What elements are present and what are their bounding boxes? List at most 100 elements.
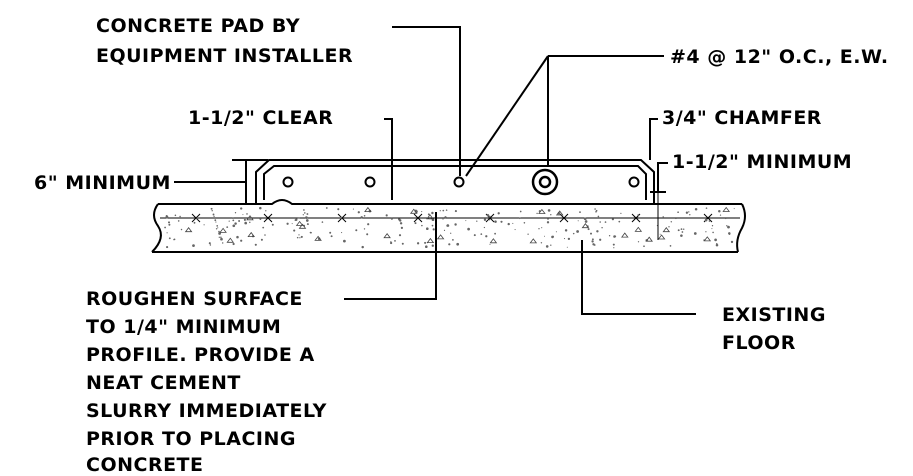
stipple-dot bbox=[264, 234, 266, 236]
stipple-dot bbox=[725, 218, 727, 220]
stipple-dot bbox=[234, 222, 237, 225]
stipple-dot bbox=[421, 211, 423, 213]
stipple-dot bbox=[594, 208, 596, 210]
stipple-dot bbox=[620, 212, 622, 215]
stipple-dot bbox=[587, 228, 590, 231]
aggregate-mark bbox=[529, 238, 538, 244]
stipple-dot bbox=[302, 214, 304, 216]
stipple-dot bbox=[595, 211, 597, 213]
stipple-dot bbox=[213, 215, 215, 218]
stipple-dot bbox=[238, 220, 241, 222]
stipple-dot bbox=[232, 242, 235, 246]
stipple-dot bbox=[399, 222, 403, 225]
aggregate-mark bbox=[426, 214, 434, 220]
rebar-dot bbox=[364, 176, 376, 188]
stipple-dot bbox=[681, 231, 684, 233]
stipple-dot bbox=[730, 240, 734, 244]
stipple-dot bbox=[523, 222, 526, 224]
label-roughen-3: PROFILE. PROVIDE A bbox=[86, 344, 315, 366]
stipple-dot bbox=[576, 230, 579, 233]
stipple-dot bbox=[488, 219, 491, 221]
stipple-dot bbox=[680, 228, 683, 230]
stipple-dot bbox=[262, 226, 265, 229]
label-roughen-5: SLURRY IMMEDIATELY bbox=[86, 400, 327, 422]
annotations: CONCRETE PAD BY EQUIPMENT INSTALLER #4 @… bbox=[34, 15, 888, 476]
stipple-dot bbox=[454, 223, 457, 226]
stipple-dot bbox=[216, 225, 219, 227]
stipple-dot bbox=[249, 221, 251, 224]
stipple-dot bbox=[583, 217, 587, 221]
stipple-dot bbox=[527, 233, 529, 235]
stipple-dot bbox=[465, 220, 467, 222]
stipple-dot bbox=[518, 217, 521, 220]
stipple-dot bbox=[637, 214, 640, 216]
aggregate-mark bbox=[364, 206, 372, 212]
stipple-dot bbox=[442, 218, 444, 220]
stipple-dot bbox=[714, 238, 717, 242]
label-floor-line2: FLOOR bbox=[722, 332, 796, 354]
stipple-dot bbox=[693, 232, 697, 235]
stipple-dot bbox=[512, 222, 514, 224]
stipple-dot bbox=[212, 213, 215, 216]
stipple-dot bbox=[507, 222, 510, 226]
stipple-dot bbox=[473, 234, 476, 237]
stipple-dot bbox=[325, 207, 328, 209]
stipple-dot bbox=[551, 235, 554, 239]
stipple-dot bbox=[305, 219, 309, 222]
aggregate-mark bbox=[383, 233, 391, 239]
stipple-dot bbox=[711, 225, 714, 227]
stipple-dot bbox=[210, 207, 213, 210]
label-roughen-1: ROUGHEN SURFACE bbox=[86, 288, 303, 310]
stipple-dot bbox=[361, 245, 364, 249]
stipple-dot bbox=[577, 220, 579, 222]
stipple-dot bbox=[329, 231, 332, 234]
rebar-dot bbox=[453, 176, 465, 188]
stipple-dot bbox=[363, 228, 366, 230]
stipple-dot bbox=[719, 214, 722, 216]
stipple-dot bbox=[390, 217, 393, 220]
stipple-dot bbox=[540, 242, 543, 244]
stipple-dot bbox=[727, 225, 730, 229]
stipple-dot bbox=[337, 208, 340, 211]
stipple-dot bbox=[260, 238, 263, 241]
stipple-dot bbox=[220, 236, 222, 239]
stipple-dot bbox=[246, 213, 248, 215]
stipple-dot bbox=[193, 221, 196, 224]
stipple-dot bbox=[643, 245, 645, 248]
stipple-dot bbox=[447, 224, 450, 227]
stipple-dot bbox=[705, 231, 707, 233]
stipple-dot bbox=[232, 224, 236, 228]
stipple-dot bbox=[177, 220, 180, 222]
stipple-dot bbox=[211, 210, 213, 212]
stipple-dot bbox=[271, 223, 274, 226]
stipple-dot bbox=[536, 212, 538, 215]
stipple-dot bbox=[497, 212, 500, 215]
stipple-dot bbox=[579, 211, 581, 214]
stipple-dot bbox=[486, 214, 490, 217]
stipple-dot bbox=[421, 224, 423, 227]
stipple-dot bbox=[192, 244, 195, 247]
rebar-dot bbox=[628, 176, 640, 188]
stipple-dot bbox=[715, 243, 719, 247]
anchor-bolt-core bbox=[538, 175, 552, 189]
stipple-dot bbox=[431, 244, 434, 247]
stipple-dot bbox=[341, 232, 343, 234]
stipple-dot bbox=[456, 242, 460, 246]
stipple-dot bbox=[400, 226, 404, 230]
stipple-dot bbox=[555, 231, 557, 233]
label-clear: 1-1/2" CLEAR bbox=[188, 107, 333, 129]
aggregate-mark bbox=[703, 236, 712, 242]
stipple-dot bbox=[677, 229, 680, 232]
stipple-dot bbox=[452, 239, 454, 241]
stipple-dot bbox=[670, 221, 673, 223]
stipple-dot bbox=[164, 226, 167, 229]
stipple-dot bbox=[716, 242, 718, 245]
stipple-dot bbox=[215, 228, 218, 230]
stipple-dot bbox=[304, 212, 306, 214]
stipple-dot bbox=[222, 242, 224, 244]
stipple-dot bbox=[596, 230, 599, 233]
stipple-dot bbox=[688, 211, 690, 213]
stipple-dot bbox=[167, 221, 171, 224]
stipple-dot bbox=[592, 243, 595, 246]
